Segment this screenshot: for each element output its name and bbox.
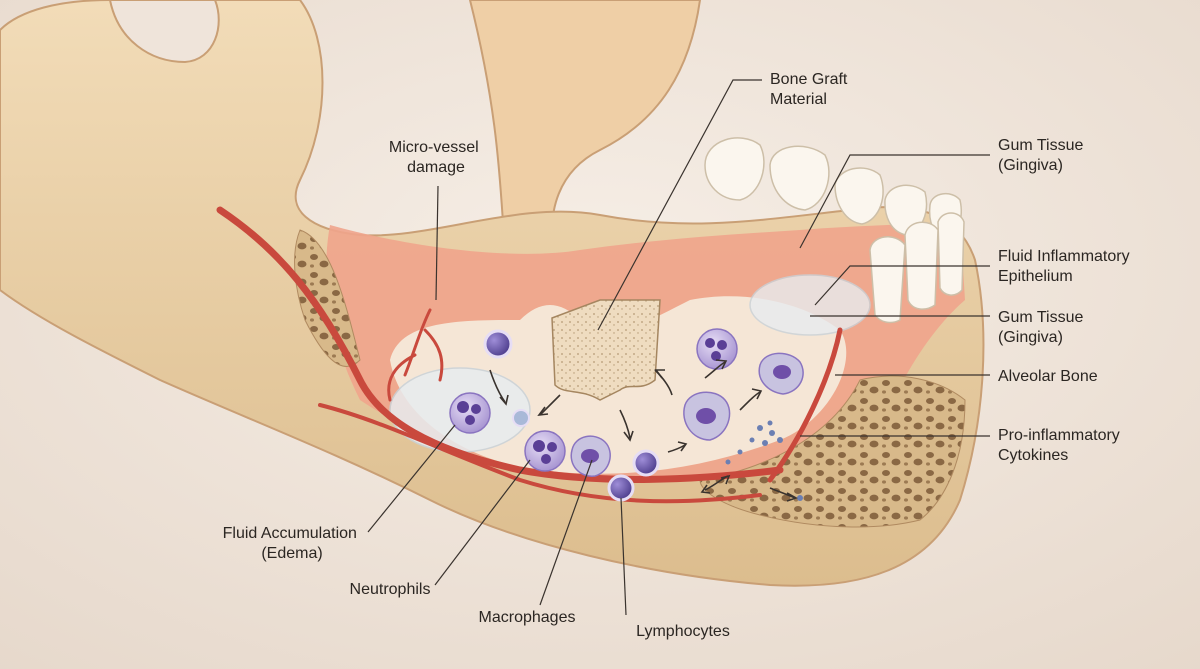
label-micro-vessel: Micro-vessel damage xyxy=(389,139,483,176)
blood-vessel-main xyxy=(216,206,784,483)
cells xyxy=(449,328,804,502)
lymphocyte-cell xyxy=(632,449,660,477)
macrophage-cell xyxy=(683,391,731,441)
neutrophil-cell xyxy=(524,430,566,472)
labels: Bone Graft Material Micro-vessel damage … xyxy=(223,71,1134,640)
label-macrophages: Macrophages xyxy=(479,609,576,626)
neutrophil-cell xyxy=(449,392,491,434)
cell-migration-arrows xyxy=(489,359,798,502)
blood-vessel-lower xyxy=(318,403,762,504)
label-gum-tissue-mid: Gum Tissue (Gingiva) xyxy=(998,309,1088,346)
macrophage-cell xyxy=(758,352,804,395)
fluid-epithelium-pocket xyxy=(749,274,871,336)
label-fluid-accumulation: Fluid Accumulation (Edema) xyxy=(223,525,362,562)
micro-vessel-branch xyxy=(387,308,444,402)
neutrophil-cell xyxy=(696,328,738,370)
macrophage-cell xyxy=(570,435,611,477)
bone-graft-block xyxy=(551,299,661,401)
label-alveolar-bone: Alveolar Bone xyxy=(998,368,1098,385)
label-cytokines: Pro-inflammatory Cytokines xyxy=(998,427,1124,464)
ramus-foramen xyxy=(108,0,220,64)
upper-jaw-ramus xyxy=(468,0,702,262)
label-bone-graft: Bone Graft Material xyxy=(770,71,852,108)
vessel-right xyxy=(767,327,843,483)
spongy-bone-right xyxy=(699,375,966,528)
leader-lines xyxy=(367,79,990,616)
cytokine-dots xyxy=(725,420,803,501)
lymphocyte-cell xyxy=(607,474,635,502)
lymphocyte-cell xyxy=(483,329,513,359)
label-neutrophils: Neutrophils xyxy=(350,581,431,598)
lymphocyte-cell xyxy=(512,409,530,427)
label-lymphocytes: Lymphocytes xyxy=(636,623,730,640)
label-gum-tissue-top: Gum Tissue (Gingiva) xyxy=(998,137,1088,174)
label-fluid-epithelium: Fluid Inflammatory Epithelium xyxy=(998,248,1134,285)
